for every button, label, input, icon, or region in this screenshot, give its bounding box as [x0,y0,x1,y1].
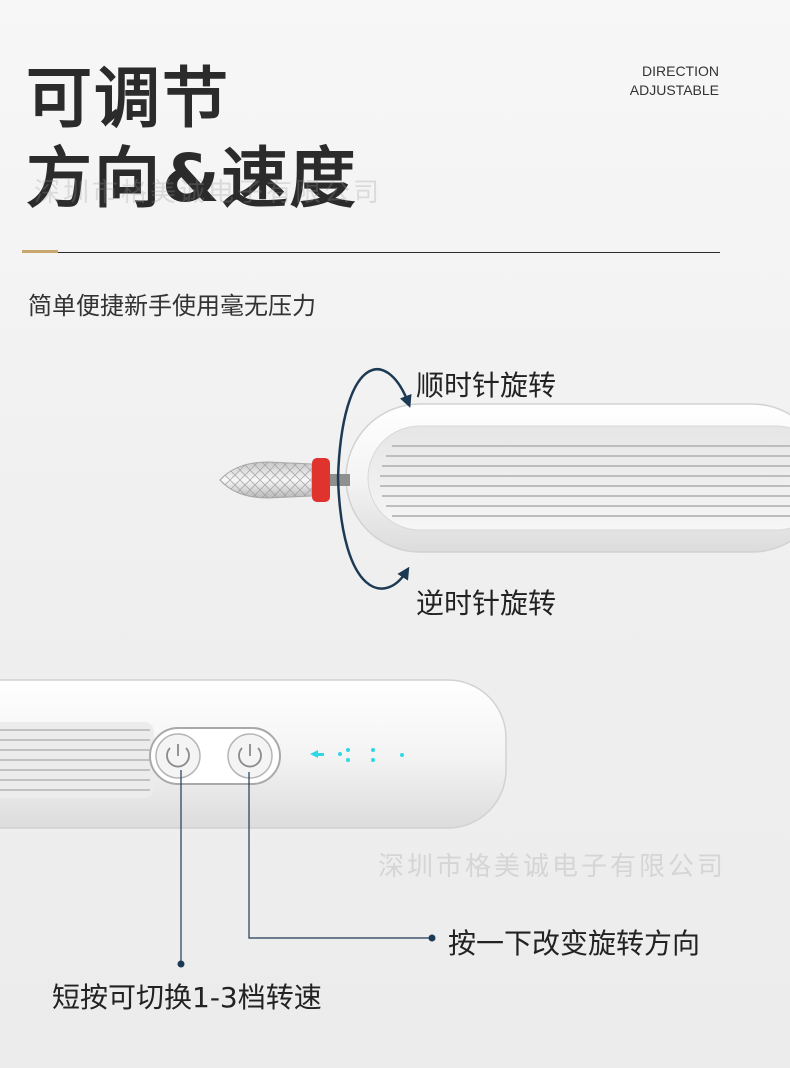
direction-callout-dot [428,934,436,942]
divider-line [22,252,720,253]
led-arrow-icon [310,750,318,758]
english-heading: DIRECTION ADJUSTABLE [630,62,719,100]
pen-top-grip-lines [380,445,790,517]
counterclockwise-label: 逆时针旋转 [416,587,557,620]
drill-bit [219,458,350,502]
direction-button[interactable] [227,733,273,779]
power-icon [238,747,262,768]
english-line-2: ADJUSTABLE [629,82,719,98]
callout-lines [180,770,432,964]
divider-accent [22,250,58,253]
speed-callout-dot [177,960,185,968]
led-indicators [310,748,404,762]
pen-top [345,403,790,553]
watermark-bottom: 深圳市格美诚电子有限公司 [378,852,727,882]
speed-button[interactable] [155,733,201,779]
power-icon [166,747,190,768]
title-line-2: 方向&速度 [26,140,358,217]
bit-red-collar [312,458,330,502]
clockwise-label: 顺时针旋转 [416,369,557,402]
pen-bottom-grip-lines [0,729,150,791]
pen-top-panel [367,425,790,531]
title-line-1: 可调节 [26,60,230,137]
subtitle: 简单便捷新手使用毫无压力 [28,292,316,320]
speed-callout-label: 短按可切换1-3档转速 [52,981,322,1014]
watermark-top: 深圳市格美诚电子有限公司 [34,178,383,208]
rotation-arrow [336,368,412,590]
english-line-1: DIRECTION [642,63,719,79]
direction-callout-line [248,772,432,939]
direction-callout-label: 按一下改变旋转方向 [448,927,701,960]
bit-shank [330,474,350,486]
